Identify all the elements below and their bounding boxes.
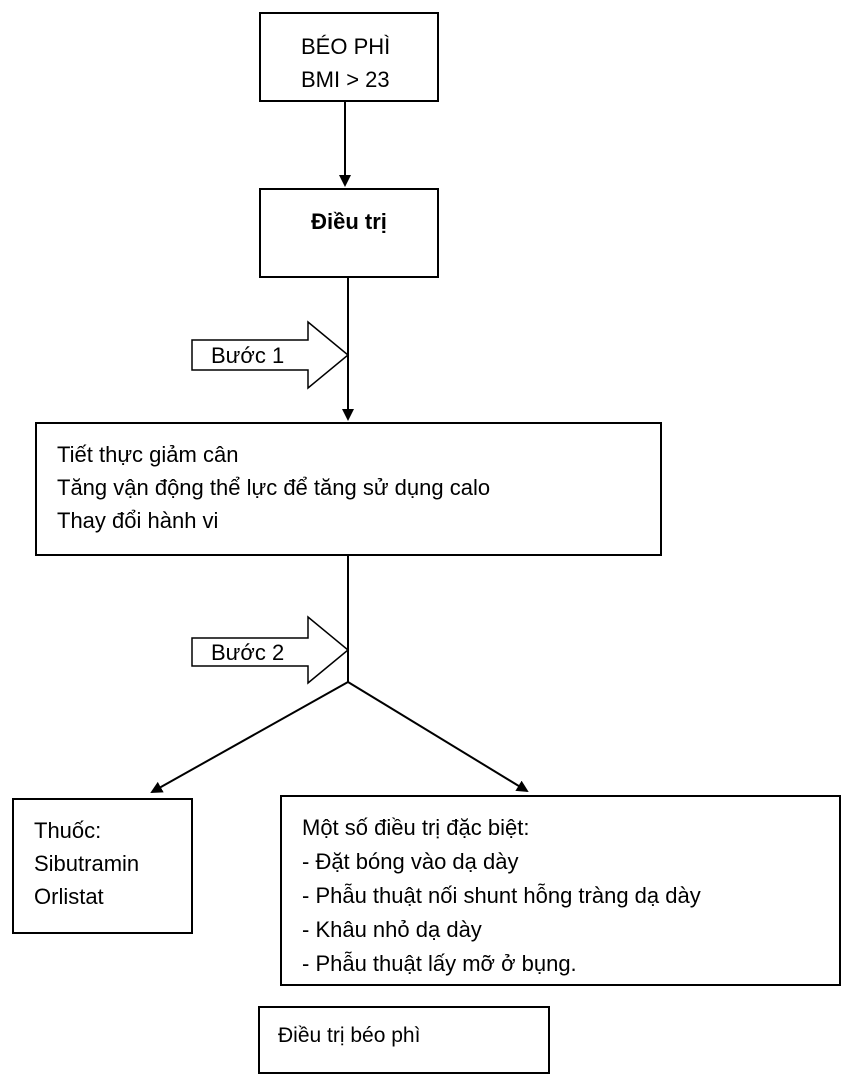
caption-box: Điều trị béo phì — [258, 1006, 550, 1074]
step1-item: Tiết thực giảm cân — [57, 442, 239, 467]
obesity-box: BÉO PHÌ BMI > 23 — [259, 12, 439, 102]
step1-item: Thay đổi hành vi — [57, 508, 219, 533]
step1-item: Tăng vận động thể lực để tăng sử dụng ca… — [57, 475, 491, 500]
step2-block-arrow — [191, 615, 350, 685]
treatment-title: Điều trị — [311, 209, 387, 234]
step1-label: Bước 1 — [211, 343, 285, 368]
special-treatment-box: Một số điều trị đặc biệt: - Đặt bóng vào… — [280, 795, 841, 986]
drugs-item: Thuốc: — [34, 818, 102, 843]
obesity-title: BÉO PHÌ — [301, 34, 391, 59]
caption-text: Điều trị béo phì — [278, 1024, 421, 1047]
special-treatment-title: Một số điều trị đặc biệt: — [302, 815, 530, 840]
drugs-box: Thuốc: Sibutramin Orlistat — [12, 798, 193, 934]
special-treatment-item: - Khâu nhỏ dạ dày — [302, 917, 482, 942]
treatment-box: Điều trị — [259, 188, 439, 278]
arrow-split-to-drugs — [150, 681, 349, 793]
special-treatment-item: - Đặt bóng vào dạ dày — [302, 849, 519, 874]
step1-block-arrow — [191, 320, 350, 390]
arrow-split-to-special — [347, 681, 529, 793]
special-treatment-item: - Phẫu thuật nối shunt hỗng tràng dạ dày — [302, 883, 701, 908]
special-treatment-item: - Phẫu thuật lấy mỡ ở bụng. — [302, 951, 577, 976]
step2-label: Bước 2 — [211, 640, 285, 665]
step1-box: Tiết thực giảm cân Tăng vận động thể lực… — [35, 422, 662, 556]
drugs-item: Sibutramin — [34, 851, 140, 876]
bmi-criterion: BMI > 23 — [301, 67, 390, 92]
drugs-item: Orlistat — [34, 884, 104, 909]
